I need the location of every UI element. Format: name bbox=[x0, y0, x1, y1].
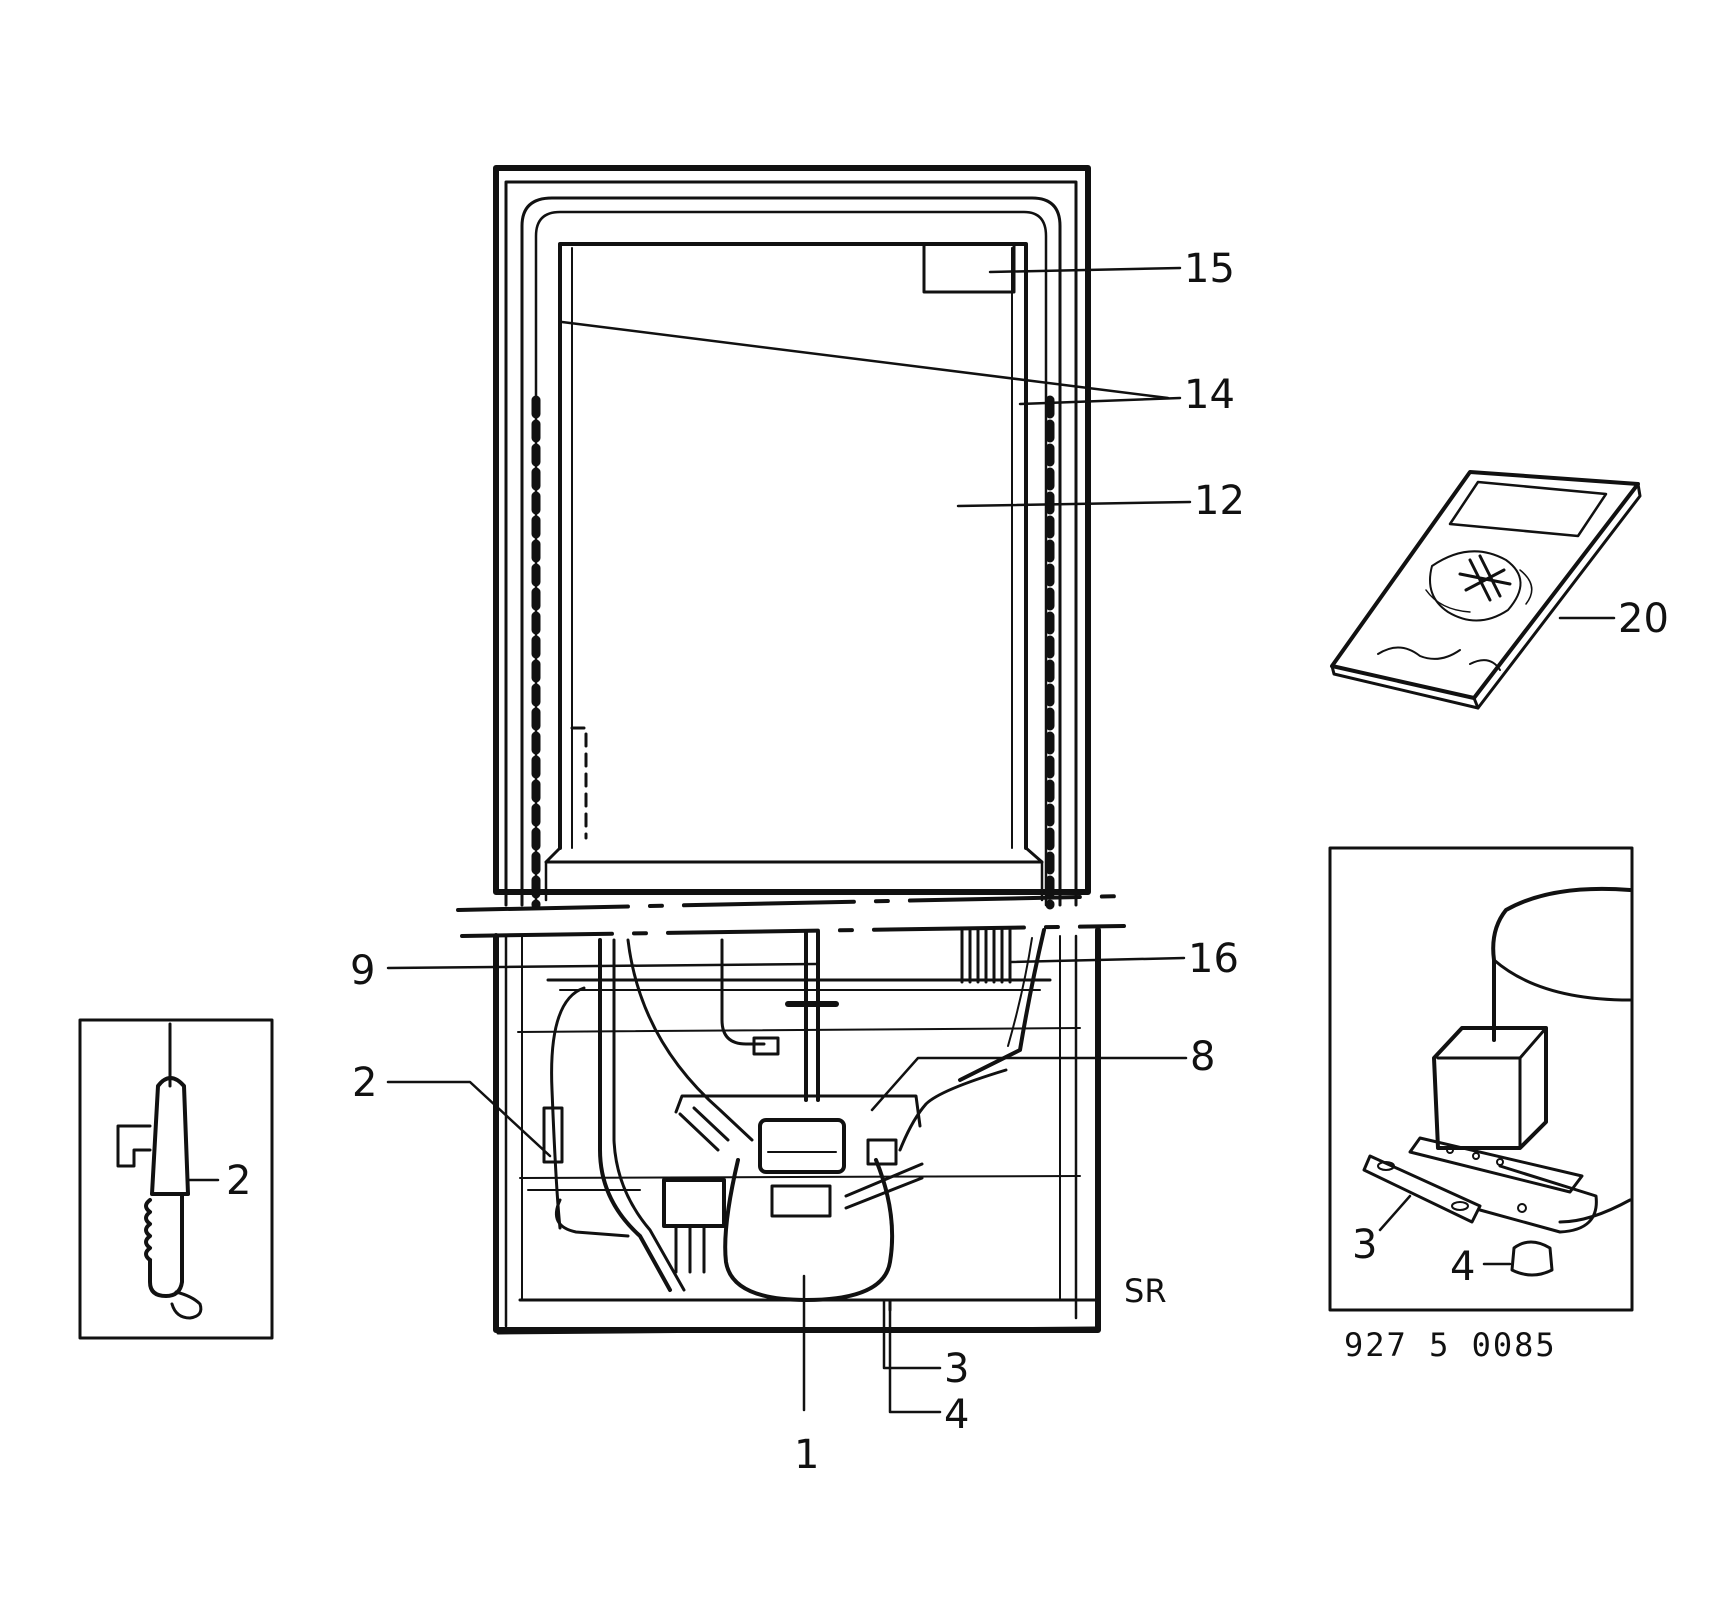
inner-liner bbox=[558, 242, 1028, 850]
drain-tube bbox=[550, 986, 586, 1230]
callout-8: 8 bbox=[1190, 1034, 1215, 1080]
drain-bend bbox=[555, 1198, 630, 1238]
inset-terminal-box bbox=[1432, 1026, 1548, 1150]
discharge-tube bbox=[844, 1162, 924, 1210]
leader-9 bbox=[386, 962, 818, 970]
callout-15: 15 bbox=[1184, 246, 1235, 292]
part-code: 927 5 0085 bbox=[1344, 1326, 1557, 1364]
callout-labels: 15 14 12 20 16 9 8 2 2 3 4 1 3 4 SR 927 … bbox=[226, 246, 1669, 1478]
cabinet-outer-frame bbox=[493, 165, 1091, 895]
sensor-clip bbox=[116, 1124, 152, 1168]
callout-2-inset: 2 bbox=[226, 1158, 251, 1204]
booklet-cover bbox=[1330, 470, 1640, 700]
compressor-dome-seam bbox=[1492, 958, 1632, 1002]
callout-4-main: 4 bbox=[944, 1392, 969, 1438]
callout-3-inset: 3 bbox=[1352, 1222, 1377, 1268]
bracket-tubes bbox=[678, 1106, 730, 1152]
base-plate-foot bbox=[1478, 1164, 1598, 1234]
power-cord bbox=[720, 938, 766, 1046]
booklet-title-box bbox=[1448, 480, 1608, 538]
cabinet-lower bbox=[493, 927, 1101, 1335]
inset-thermostat bbox=[78, 1018, 274, 1340]
leader-4-main bbox=[888, 1308, 942, 1414]
door-gasket-outer bbox=[504, 180, 1078, 907]
hinge-mark bbox=[570, 726, 588, 840]
break-line-upper bbox=[456, 894, 1130, 912]
grommet bbox=[1510, 1240, 1554, 1277]
compressor-dome bbox=[1491, 886, 1632, 1042]
sensor-tip bbox=[148, 1194, 184, 1298]
plate-hole-3 bbox=[1496, 1158, 1504, 1166]
capillary-tube-a bbox=[598, 938, 672, 1292]
plug bbox=[752, 1036, 780, 1056]
shelf-line-2 bbox=[519, 1175, 1081, 1179]
capillary-tube-b bbox=[612, 938, 686, 1292]
plate-hole-2 bbox=[1472, 1152, 1480, 1160]
bracket-hole-1 bbox=[1377, 1161, 1395, 1171]
break-line-lower bbox=[460, 924, 1126, 938]
plate-hole-1 bbox=[1446, 1146, 1454, 1154]
bracket-hole-2 bbox=[1451, 1201, 1469, 1211]
shelf-line-1 bbox=[517, 1027, 1081, 1033]
thermostat-sensor bbox=[150, 1076, 190, 1196]
leader-3-main bbox=[882, 1298, 942, 1370]
leader-2-main bbox=[386, 1080, 552, 1158]
compressor-label bbox=[770, 1184, 832, 1218]
leader-16 bbox=[1008, 956, 1186, 964]
relay-wires bbox=[674, 1224, 706, 1274]
compressor-dome-base bbox=[1558, 1198, 1632, 1224]
leader-12 bbox=[956, 500, 1192, 508]
compressor-fitting bbox=[866, 1138, 898, 1166]
return-tube bbox=[958, 928, 1046, 1082]
callout-4-inset: 4 bbox=[1450, 1244, 1475, 1290]
callout-12: 12 bbox=[1194, 478, 1245, 524]
inset-compressor bbox=[1328, 846, 1634, 1312]
booklet-bottom bbox=[1330, 664, 1480, 710]
leader-8 bbox=[870, 1056, 1188, 1112]
terminal-box-edges bbox=[1436, 1026, 1548, 1150]
plate-hole-4 bbox=[1517, 1203, 1527, 1213]
callout-16: 16 bbox=[1188, 936, 1239, 982]
callout-14: 14 bbox=[1184, 372, 1235, 418]
condenser-grille bbox=[960, 928, 1012, 984]
rating-plate bbox=[922, 242, 1016, 294]
callout-1: 1 bbox=[794, 1432, 819, 1478]
callout-9: 9 bbox=[350, 948, 375, 994]
inset-thermostat-frame bbox=[78, 1018, 274, 1340]
callout-20: 20 bbox=[1618, 596, 1669, 642]
base-plate bbox=[1408, 1136, 1584, 1194]
compressor-body bbox=[723, 1158, 895, 1302]
liner-bottom-lip bbox=[544, 846, 1044, 864]
thermostat-bulb bbox=[542, 1106, 564, 1164]
break-lines bbox=[456, 894, 1130, 938]
leader-lines bbox=[386, 266, 1616, 1414]
mounting-bracket bbox=[1362, 1154, 1482, 1224]
leader-14-a bbox=[560, 320, 1170, 400]
sensor-coil bbox=[144, 1198, 152, 1262]
callout-3-main: 3 bbox=[944, 1346, 969, 1392]
model-label: SR bbox=[1124, 1272, 1167, 1310]
cabinet-upper bbox=[493, 165, 1091, 910]
door-gasket-inner bbox=[534, 210, 1048, 907]
leader-3-inset bbox=[1378, 1194, 1412, 1232]
inset-compressor-frame bbox=[1328, 846, 1634, 1312]
base-bottom bbox=[496, 1326, 1098, 1335]
return-tube-inner bbox=[1007, 937, 1033, 1047]
booklet-edge bbox=[1472, 482, 1642, 710]
door-gasket-middle bbox=[520, 196, 1062, 907]
callout-2-main: 2 bbox=[352, 1060, 377, 1106]
instruction-booklet bbox=[1330, 470, 1642, 710]
sensor-loop bbox=[170, 1290, 203, 1320]
leader-14-b bbox=[1018, 396, 1182, 406]
compressor bbox=[674, 1068, 1008, 1312]
booklet-illustration bbox=[1377, 550, 1533, 671]
process-tube bbox=[898, 1068, 1008, 1152]
compressor-terminal-box bbox=[758, 1118, 846, 1174]
compressor-top-plate bbox=[674, 1094, 922, 1128]
relay-box bbox=[662, 1178, 726, 1228]
leader-15 bbox=[988, 266, 1182, 274]
